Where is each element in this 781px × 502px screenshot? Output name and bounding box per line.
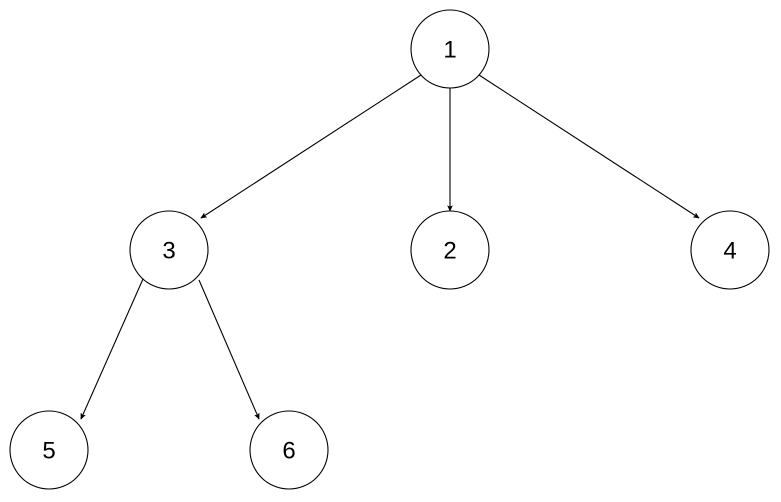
node-4[interactable]: 4: [690, 210, 770, 290]
node-5-label: 5: [42, 438, 55, 465]
edge-1-to-3[interactable]: [201, 74, 422, 219]
node-6-label: 6: [282, 438, 295, 465]
node-4-label: 4: [723, 238, 736, 265]
node-2[interactable]: 2: [410, 210, 490, 290]
edge-3-to-6[interactable]: [198, 279, 260, 419]
node-group: 1 2 3 4 5 6: [9, 9, 770, 490]
node-4-circle[interactable]: [690, 210, 770, 290]
edge-3-to-5[interactable]: [80, 278, 144, 419]
node-5-circle[interactable]: [9, 410, 89, 490]
node-1-label: 1: [443, 37, 456, 64]
node-3[interactable]: 3: [129, 210, 209, 290]
node-1-circle[interactable]: [410, 9, 490, 89]
node-3-label: 3: [162, 238, 175, 265]
node-6-circle[interactable]: [249, 410, 329, 490]
node-1[interactable]: 1: [410, 9, 490, 89]
node-2-label: 2: [443, 238, 456, 265]
node-3-circle[interactable]: [129, 210, 209, 290]
node-6[interactable]: 6: [249, 410, 329, 490]
edge-1-to-4[interactable]: [478, 74, 699, 219]
edge-group: [80, 74, 699, 419]
node-2-circle[interactable]: [410, 210, 490, 290]
node-5[interactable]: 5: [9, 410, 89, 490]
